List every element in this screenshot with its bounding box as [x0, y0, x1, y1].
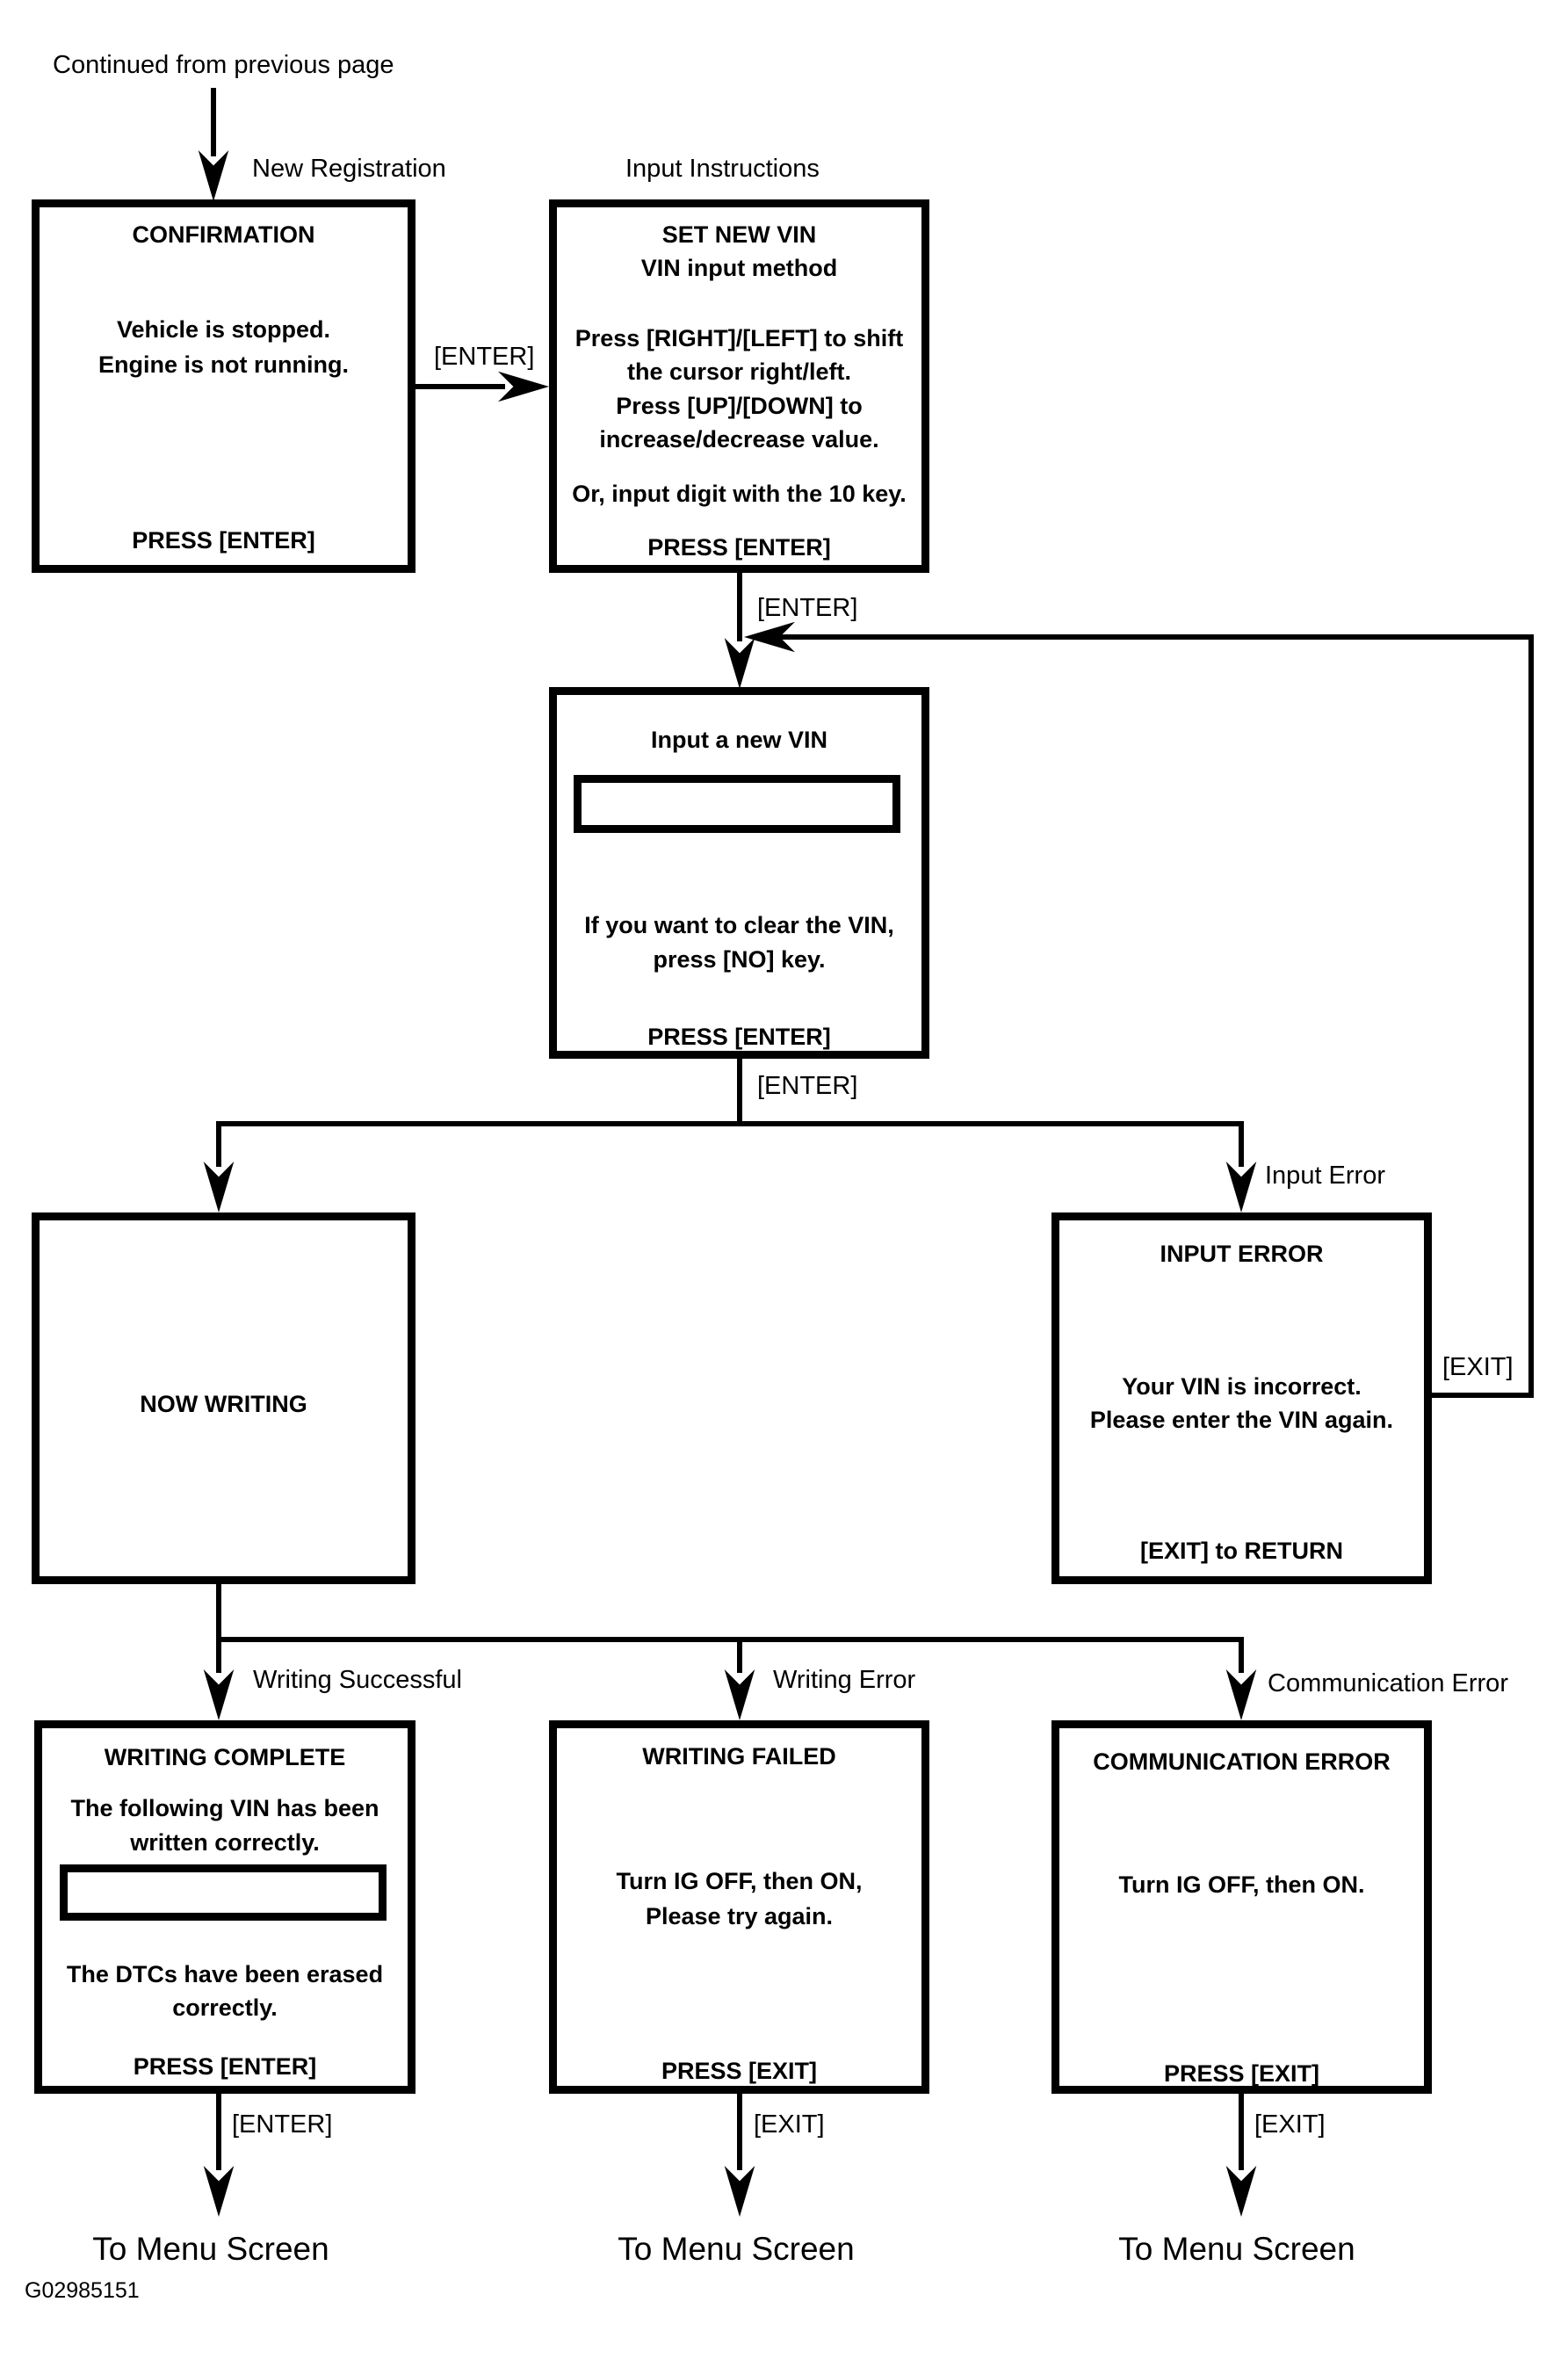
- down-arrowhead-icon: [724, 2166, 755, 2217]
- set-new-vin-body-line: increase/decrease value.: [599, 426, 879, 452]
- entry-arrowhead-icon: [198, 150, 229, 201]
- connector-line: [1239, 1121, 1244, 1167]
- exit-return-line: [1528, 634, 1534, 1398]
- confirmation-title: CONFIRMATION: [132, 221, 315, 248]
- writing-failed-body-line: Please try again.: [645, 1903, 834, 1929]
- enter-label-1: [ENTER]: [434, 343, 535, 371]
- input-new-vin-body-line: press [NO] key.: [653, 946, 826, 973]
- branch-line: [216, 1121, 1244, 1126]
- communication-error-footer: PRESS [EXIT]: [1163, 2060, 1320, 2087]
- set-new-vin-body2-line: Or, input digit with the 10 key.: [572, 481, 907, 507]
- vin-input-field: [574, 775, 900, 833]
- connector-line: [737, 1059, 742, 1126]
- input-new-vin-title: Input a new VIN: [650, 727, 827, 753]
- connector-line: [415, 384, 505, 389]
- communication-error-body-line: Turn IG OFF, then ON.: [1118, 1871, 1365, 1898]
- input-error-footer: [EXIT] to RETURN: [1140, 1538, 1343, 1564]
- set-new-vin-footer: PRESS [ENTER]: [647, 534, 831, 561]
- input-error-title: INPUT ERROR: [1160, 1241, 1324, 1267]
- connector-line: [216, 1637, 221, 1673]
- to-menu-screen-label: To Menu Screen: [1118, 2231, 1355, 2267]
- confirmation-body-line: Engine is not running.: [98, 351, 349, 378]
- set-new-vin-box: SET NEW VIN VIN input method Press [RIGH…: [549, 199, 929, 573]
- branch-line: [216, 1637, 1244, 1642]
- writing-error-label: Writing Error: [773, 1666, 916, 1694]
- figure-code: G02985151: [25, 2278, 140, 2303]
- connector-line: [1239, 1637, 1244, 1673]
- confirmation-footer: PRESS [ENTER]: [132, 527, 315, 554]
- input-error-body-line: Please enter the VIN again.: [1089, 1407, 1394, 1433]
- exit-label-communication-error: [EXIT]: [1254, 2110, 1326, 2139]
- connector-line: [1239, 2094, 1244, 2170]
- down-arrowhead-icon: [203, 2166, 235, 2217]
- down-arrowhead-icon: [203, 1162, 235, 1212]
- set-new-vin-body-line: the cursor right/left.: [626, 358, 852, 385]
- down-arrowhead-icon: [724, 638, 755, 689]
- now-writing-box: NOW WRITING: [32, 1212, 415, 1584]
- communication-error-label: Communication Error: [1268, 1669, 1508, 1697]
- set-new-vin-subtitle: VIN input method: [640, 255, 838, 281]
- input-new-vin-body-line: If you want to clear the VIN,: [584, 912, 894, 938]
- connector-line: [216, 2094, 221, 2170]
- to-menu-screen-label: To Menu Screen: [618, 2231, 855, 2267]
- down-arrowhead-icon: [1225, 1669, 1257, 1720]
- down-arrowhead-icon: [724, 1669, 755, 1720]
- writing-complete-body-line: written correctly.: [130, 1829, 320, 1856]
- writing-complete-body2-line: The DTCs have been erased: [66, 1961, 384, 1987]
- exit-return-line: [777, 634, 1534, 640]
- input-error-label: Input Error: [1265, 1162, 1385, 1190]
- communication-error-title: COMMUNICATION ERROR: [1093, 1748, 1391, 1775]
- set-new-vin-title: SET NEW VIN: [661, 221, 817, 248]
- set-new-vin-body-line: Press [UP]/[DOWN] to: [616, 393, 863, 419]
- writing-complete-body2-line: correctly.: [172, 1994, 278, 2021]
- down-arrowhead-icon: [1225, 2166, 1257, 2217]
- to-menu-screen-label: To Menu Screen: [92, 2231, 329, 2267]
- input-error-box: INPUT ERROR Your VIN is incorrect. Pleas…: [1051, 1212, 1432, 1584]
- writing-complete-footer: PRESS [ENTER]: [133, 2053, 317, 2080]
- written-vin-field: [60, 1864, 387, 1921]
- connector-line: [216, 1584, 221, 1642]
- connector-line: [737, 1637, 742, 1673]
- communication-error-box: COMMUNICATION ERROR Turn IG OFF, then ON…: [1051, 1720, 1432, 2094]
- input-new-vin-footer: PRESS [ENTER]: [647, 1024, 831, 1050]
- connector-line: [216, 1121, 221, 1167]
- enter-label-4: [ENTER]: [232, 2110, 333, 2139]
- right-arrowhead-icon: [498, 371, 549, 402]
- connector-line: [737, 573, 742, 641]
- writing-successful-label: Writing Successful: [253, 1666, 462, 1694]
- writing-failed-footer: PRESS [EXIT]: [661, 2058, 818, 2084]
- now-writing-title: NOW WRITING: [140, 1391, 307, 1417]
- confirmation-box: CONFIRMATION Vehicle is stopped. Engine …: [32, 199, 415, 573]
- exit-return-line: [1432, 1393, 1534, 1398]
- writing-failed-box: WRITING FAILED Turn IG OFF, then ON, Ple…: [549, 1720, 929, 2094]
- writing-complete-box: WRITING COMPLETE The following VIN has b…: [34, 1720, 415, 2094]
- writing-complete-title: WRITING COMPLETE: [104, 1744, 346, 1770]
- down-arrowhead-icon: [203, 1669, 235, 1720]
- continued-from-label: Continued from previous page: [53, 51, 394, 79]
- enter-label-2: [ENTER]: [757, 594, 858, 622]
- writing-failed-body-line: Turn IG OFF, then ON,: [616, 1868, 863, 1894]
- enter-label-3: [ENTER]: [757, 1072, 858, 1100]
- exit-label-input-error: [EXIT]: [1442, 1353, 1514, 1381]
- entry-connector-line: [211, 88, 216, 156]
- connector-line: [737, 2094, 742, 2170]
- exit-label-writing-failed: [EXIT]: [754, 2110, 825, 2139]
- input-error-body-line: Your VIN is incorrect.: [1122, 1373, 1362, 1400]
- set-new-vin-body-line: Press [RIGHT]/[LEFT] to shift: [574, 325, 904, 351]
- confirmation-body-line: Vehicle is stopped.: [116, 316, 331, 343]
- input-new-vin-box: Input a new VIN If you want to clear the…: [549, 687, 929, 1059]
- writing-complete-body-line: The following VIN has been: [70, 1795, 379, 1821]
- input-instructions-label: Input Instructions: [625, 155, 820, 183]
- writing-failed-title: WRITING FAILED: [642, 1743, 836, 1770]
- new-registration-label: New Registration: [252, 155, 446, 183]
- down-arrowhead-icon: [1225, 1162, 1257, 1212]
